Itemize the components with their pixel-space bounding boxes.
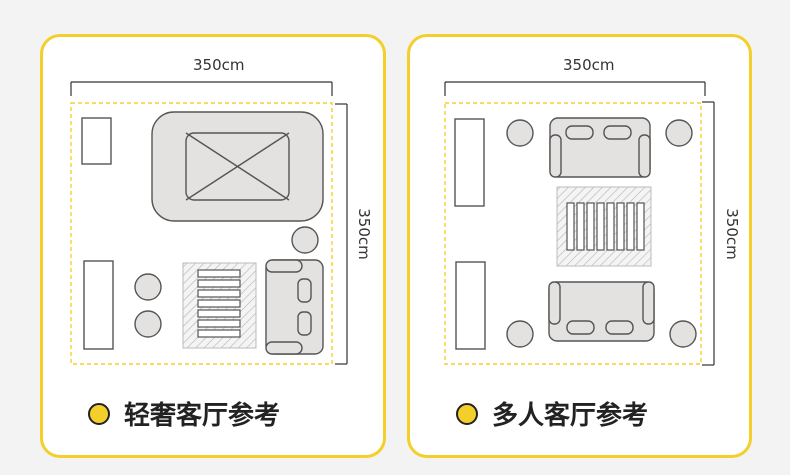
left-room-boundary: [70, 102, 333, 365]
left-furniture: [81, 111, 324, 355]
panel-luxury-living-room: [40, 34, 386, 458]
left-height-label: 350cm: [354, 208, 373, 260]
bullet-dot-icon: [456, 402, 478, 425]
right-furniture: [454, 117, 697, 350]
striped-table: [197, 269, 241, 338]
round-stool: [291, 226, 319, 254]
round-stool: [506, 119, 534, 147]
tv-cabinet: [83, 260, 114, 350]
round-stool: [669, 320, 697, 348]
sofa-bottom: [548, 281, 655, 342]
bullet-dot-icon: [88, 402, 110, 425]
left-caption-text: 轻奢客厅参考: [124, 401, 281, 431]
side-cabinet: [81, 117, 112, 165]
right-caption-text: 多人客厅参考: [492, 401, 649, 431]
left-width-label: 350cm: [193, 56, 245, 74]
right-caption: 多人客厅参考: [456, 395, 648, 432]
right-height-label: 350cm: [722, 208, 741, 260]
left-dimension-lines: [70, 81, 348, 365]
right-dimension-lines: [444, 81, 715, 366]
right-width-label: 350cm: [563, 56, 615, 74]
round-stool: [506, 320, 534, 348]
sofa: [265, 259, 324, 355]
left-caption: 轻奢客厅参考: [88, 395, 280, 432]
round-stool: [134, 273, 162, 301]
round-stool: [665, 119, 693, 147]
tall-cabinet: [454, 118, 485, 207]
tv-cabinet: [455, 261, 486, 350]
striped-table: [566, 202, 645, 251]
sofa-top: [549, 117, 651, 178]
right-room-boundary: [444, 102, 702, 365]
round-stool: [134, 310, 162, 338]
